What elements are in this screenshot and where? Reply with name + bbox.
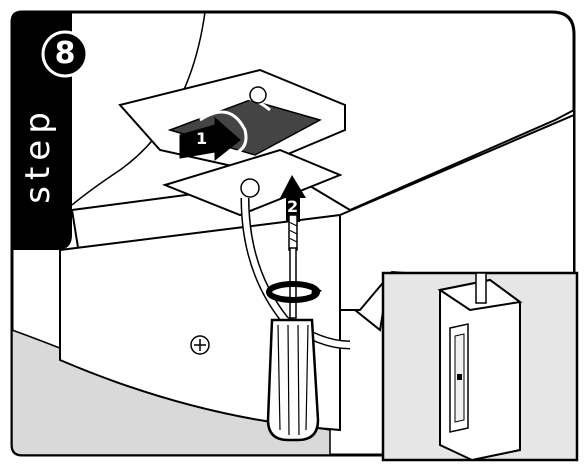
- receptacle-box: [118, 68, 346, 172]
- callout-1-arrow: [179, 116, 241, 162]
- ceiling-curve: [71, 11, 206, 206]
- screw-bolt-icon: [288, 214, 298, 251]
- rotation-arrow-icon: [266, 281, 322, 303]
- wall-receptacle-box-icon: [449, 323, 469, 433]
- screw-icon: [190, 335, 210, 355]
- step-number-circle: [41, 30, 89, 78]
- box-cover-plate: [161, 148, 343, 217]
- callout-2-arrow: [280, 175, 306, 222]
- inset-detail-panel: [381, 271, 579, 462]
